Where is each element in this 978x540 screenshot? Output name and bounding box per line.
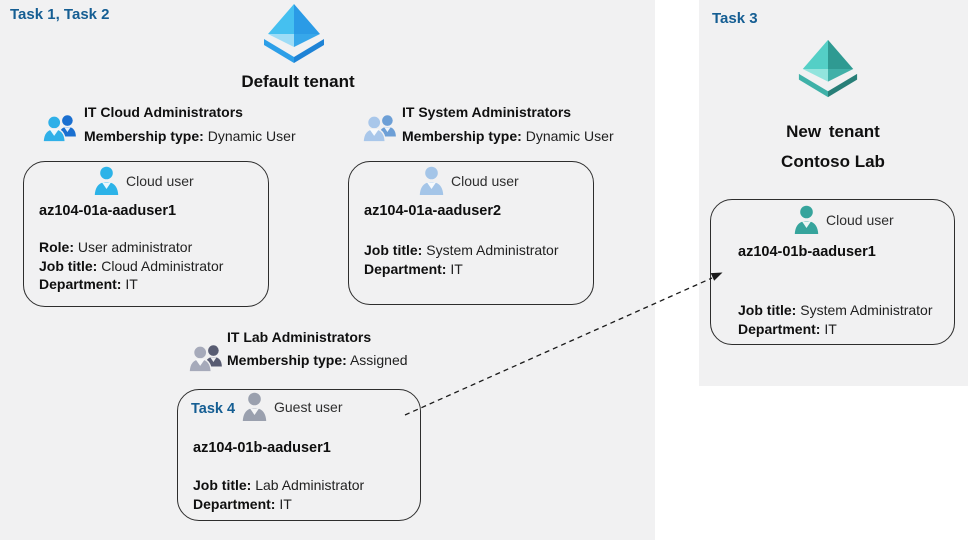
field-job-title: Job title: Lab Administrator [193,477,365,493]
new-tenant-title-line1: New tenant [786,122,880,141]
membership-value: Assigned [349,352,408,368]
new-tenant-title-line2: Contoso Lab [781,152,885,171]
group-title-cloud-admins: IT Cloud Administrators [84,104,243,120]
user-name: az104-01a-aaduser2 [364,203,502,219]
group-membership-cloud-admins: Membership type: Dynamic User [84,128,296,144]
membership-value: Dynamic User [207,128,296,144]
field-role: Role: User administrator [39,239,193,255]
cloud-user-icon [94,166,119,195]
tenant-user-card: Cloud user az104-01b-aaduser1 Job title:… [710,199,955,345]
task-1-2-label: Task 1, Task 2 [10,6,110,23]
card-type-label: Cloud user [126,172,194,189]
user-card-aaduser2: Cloud user az104-01a-aaduser2 Job title:… [348,161,594,305]
cloud-user-icon [419,166,444,195]
task-3-label: Task 3 [712,10,758,27]
user-name: az104-01a-aaduser1 [39,203,177,219]
user-name: az104-01b-aaduser1 [738,244,876,260]
field-department: Department: IT [364,260,463,277]
field-job-title: Job title: System Administrator [364,242,559,258]
user-card-aaduser1: Cloud user az104-01a-aaduser1 Role: User… [23,161,269,307]
membership-label: Membership type: [227,352,347,368]
field-department: Department: IT [193,495,292,512]
guest-user-card: Task 4 Guest user az104-01b-aaduser1 Job… [177,389,421,521]
group-icon-cloud-admins [42,115,76,143]
membership-value: Dynamic User [525,128,614,144]
group-icon-lab-admins [188,345,222,373]
card-type-label: Cloud user [451,172,519,189]
group-title-lab-admins: IT Lab Administrators [227,329,372,345]
task-4-label: Task 4 [191,401,236,417]
cloud-user-icon [794,205,819,234]
group-title-system-admins: IT System Administrators [402,104,572,120]
membership-label: Membership type: [84,128,204,144]
guest-user-icon [242,392,267,421]
group-membership-lab-admins: Membership type: Assigned [227,352,408,368]
group-membership-system-admins: Membership type: Dynamic User [402,128,614,144]
field-job-title: Job title: System Administrator [738,302,933,318]
default-tenant-panel [0,0,655,540]
azure-tenant-icon-teal [798,39,858,98]
card-type-label: Cloud user [826,211,894,228]
default-tenant-title: Default tenant [241,72,355,91]
field-department: Department: IT [738,320,837,337]
card-type-label: Guest user [274,398,343,415]
membership-label: Membership type: [402,128,522,144]
field-department: Department: IT [39,276,138,292]
user-name: az104-01b-aaduser1 [193,440,331,456]
field-job-title: Job title: Cloud Administrator [39,257,224,274]
azure-tenant-icon-blue [264,4,324,63]
group-icon-system-admins [362,115,396,143]
